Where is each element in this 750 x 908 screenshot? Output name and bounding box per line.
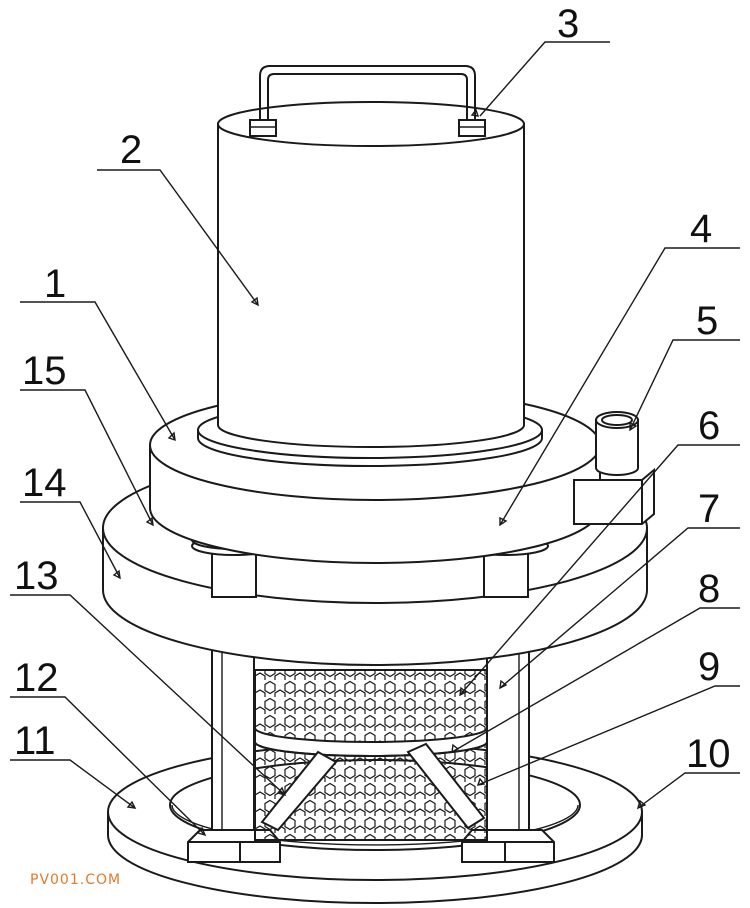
braces <box>260 742 486 832</box>
label-4: 4 <box>690 207 712 251</box>
upper-cylinder <box>217 101 525 448</box>
label-11: 11 <box>14 719 56 763</box>
labels: 3 2 1 15 14 4 5 6 7 8 9 10 13 12 11 <box>14 2 731 776</box>
label-10: 10 <box>686 732 731 776</box>
label-14: 14 <box>22 461 67 505</box>
label-15: 15 <box>22 349 67 393</box>
label-6: 6 <box>698 404 720 448</box>
watermark: PV001.COM <box>30 872 122 888</box>
label-12: 12 <box>14 656 59 700</box>
handle <box>249 65 486 137</box>
leader-lines <box>10 41 740 837</box>
label-13: 13 <box>14 554 59 598</box>
outlet <box>573 411 655 525</box>
label-8: 8 <box>698 567 720 611</box>
label-1: 1 <box>44 262 66 306</box>
label-5: 5 <box>696 299 718 343</box>
label-2: 2 <box>120 128 142 172</box>
label-7: 7 <box>698 487 720 531</box>
label-3: 3 <box>557 2 579 46</box>
label-9: 9 <box>698 645 720 689</box>
